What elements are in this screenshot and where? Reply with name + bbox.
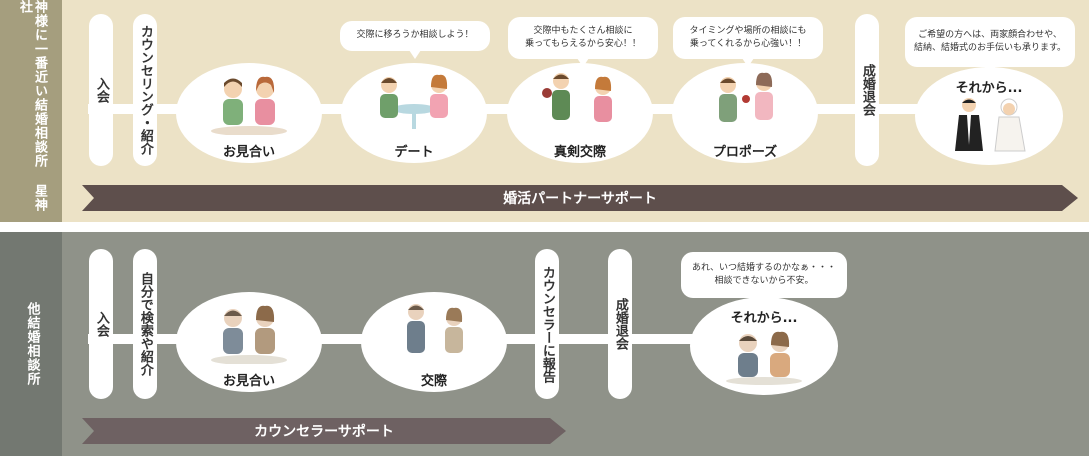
top-step-join: 入会 xyxy=(89,14,113,166)
bottom-side-label: 他結婚相談所 xyxy=(0,232,62,456)
top-bubble-4: ご希望の方へは、両家顔合わせや、 結納、結婚式のお手伝いも承ります。 xyxy=(905,17,1075,75)
dating-illustration-gray xyxy=(407,304,463,353)
top-oval-omiai-label: お見合い xyxy=(222,145,275,160)
top-oval-after: それから... xyxy=(915,67,1063,165)
serious-dating-illustration xyxy=(542,73,612,122)
bottom-bubble-1: あれ、いつ結婚するのかなぁ・・・ 相談できないから不安。 xyxy=(681,252,847,306)
bottom-oval-omiai: お見合い xyxy=(176,292,322,392)
top-oval-after-label: それから... xyxy=(955,81,1023,96)
bottom-support-arrow-label: カウンセラーサポート xyxy=(254,424,394,440)
bottom-oval-after-label: それから... xyxy=(730,311,798,326)
top-step-counseling: カウンセリング・紹介 xyxy=(133,14,157,166)
top-oval-omiai: お見合い xyxy=(176,63,322,163)
top-bubble-2: 交際中もたくさん相談に 乗ってもらえるから安心！！ xyxy=(508,17,658,67)
top-oval-serious: 真剣交際 xyxy=(507,63,653,163)
date-illustration xyxy=(380,74,448,129)
bottom-oval-dating: 交際 xyxy=(361,292,507,392)
top-bubble-3: タイミングや場所の相談にも 乗ってくれるから心強い！！ xyxy=(673,17,823,67)
top-support-arrow-shape xyxy=(82,185,1078,211)
top-step-marriage: 成婚退会 xyxy=(855,14,879,166)
bottom-step-marriage: 成婚退会 xyxy=(608,249,632,399)
proposal-illustration xyxy=(719,72,773,122)
bottom-step-self-search: 自分で検索や紹介 xyxy=(133,249,157,399)
top-side-label: 神様に一番近い結婚相談所 星神社 xyxy=(0,0,62,222)
top-side-label-text: 神様に一番近い結婚相談所 星神社 xyxy=(17,0,47,212)
top-bubble-1: 交際に移ろうか相談しよう！ xyxy=(340,21,490,59)
bottom-oval-omiai-label: お見合い xyxy=(222,374,275,389)
bottom-oval-after: それから... xyxy=(690,297,838,395)
bottom-step-report: カウンセラーに報告 xyxy=(535,249,559,399)
top-support-arrow-label: 婚活パートナーサポート xyxy=(503,191,657,207)
bottom-step-join: 入会 xyxy=(89,249,113,399)
top-oval-date-label: デート xyxy=(394,145,434,160)
wedding-illustration xyxy=(955,98,1026,152)
worried-couple-illustration xyxy=(726,331,802,385)
couple-illustration xyxy=(211,76,287,135)
top-oval-date: デート xyxy=(341,63,487,163)
top-oval-propose: プロポーズ xyxy=(672,63,818,163)
bottom-oval-dating-label: 交際 xyxy=(420,374,447,389)
bottom-support-arrow-shape xyxy=(82,418,566,444)
top-oval-serious-label: 真剣交際 xyxy=(553,145,606,160)
top-oval-propose-label: プロポーズ xyxy=(712,145,778,160)
bottom-side-label-text: 他結婚相談所 xyxy=(24,302,40,386)
couple-illustration-gray xyxy=(211,305,287,364)
